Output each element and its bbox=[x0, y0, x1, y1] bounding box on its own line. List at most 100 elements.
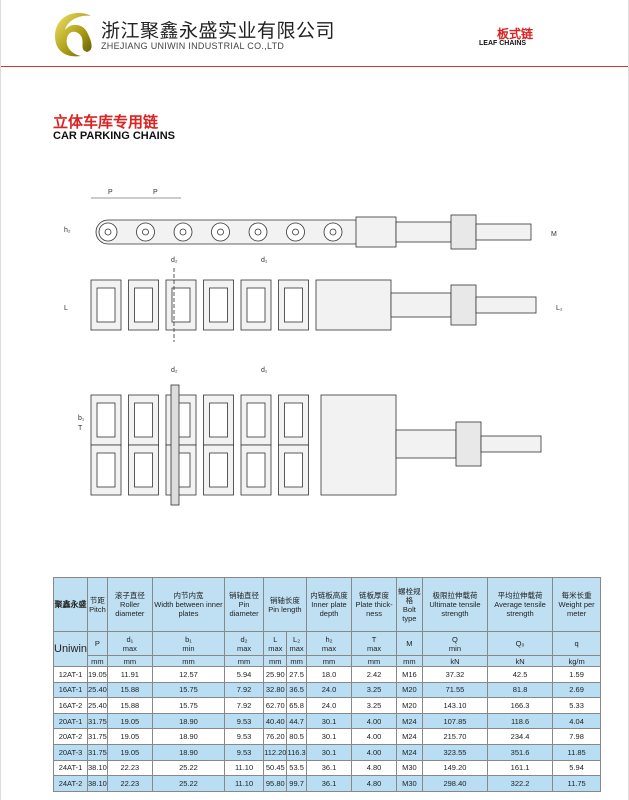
table-cell: 31.75 bbox=[87, 712, 108, 730]
table-cell: 161.1 bbox=[486, 759, 554, 777]
roller bbox=[209, 287, 228, 323]
symbol: d₂ bbox=[240, 634, 248, 644]
roller-circle bbox=[211, 222, 230, 242]
table-cell: 19.05 bbox=[106, 728, 153, 745]
col-en: Pin length bbox=[268, 604, 302, 614]
model-cell: 24AT-2 bbox=[52, 775, 89, 792]
model-cell: 20AT-3 bbox=[52, 743, 89, 761]
table-cell: 30.1 bbox=[305, 728, 353, 745]
col-en: Ultimate tensile strength bbox=[429, 600, 481, 618]
roller bbox=[96, 287, 116, 323]
roller bbox=[246, 287, 266, 323]
col-cn: 平均拉伸载荷 bbox=[497, 591, 543, 600]
table-cell: 25.90 bbox=[263, 666, 288, 683]
table-cell: 18.90 bbox=[151, 728, 226, 745]
symbol: Q bbox=[452, 634, 458, 644]
col-unit: mm bbox=[351, 655, 397, 667]
table-cell: 5.94 bbox=[224, 666, 265, 683]
roller bbox=[171, 287, 191, 323]
table-cell: 4.80 bbox=[351, 775, 397, 792]
symbol: d₁ bbox=[126, 634, 134, 644]
col-unit: mm bbox=[286, 655, 307, 667]
table-cell: 4.00 bbox=[351, 712, 397, 730]
col-en: Weight per meter bbox=[558, 600, 595, 618]
symbol: L₂ bbox=[293, 634, 301, 644]
table-cell: 3.25 bbox=[351, 681, 397, 699]
table-cell: 1.59 bbox=[552, 666, 601, 683]
front-view-drawing: P P h₂ M bbox=[64, 189, 557, 250]
table-cell: 11.10 bbox=[224, 775, 265, 792]
table-cell: 32.80 bbox=[263, 681, 288, 699]
label-d2-b: d₂ bbox=[171, 367, 178, 374]
label-d2: d₂ bbox=[171, 257, 178, 264]
table-cell: 18.90 bbox=[151, 712, 226, 730]
pin-circle bbox=[217, 228, 224, 236]
symbol: Q₀ bbox=[515, 639, 525, 648]
company-name-cn: 浙江聚鑫永盛实业有限公司 bbox=[101, 21, 336, 42]
model-cell: 12AT-1 bbox=[52, 666, 89, 683]
table-cell: 30.1 bbox=[305, 743, 353, 761]
header-divider bbox=[1, 66, 628, 67]
limit: min bbox=[182, 643, 195, 653]
table-cell: 11.10 bbox=[224, 759, 265, 777]
pin-circle bbox=[329, 228, 337, 236]
category-cn: 板式链 bbox=[497, 27, 534, 41]
col-en: Average tensile strength bbox=[494, 600, 546, 618]
symbol: L bbox=[273, 634, 278, 644]
limit: max bbox=[289, 643, 304, 653]
col-cn: 内节内宽 bbox=[173, 591, 204, 600]
table-cell: 12.57 bbox=[151, 666, 226, 683]
roller bbox=[134, 452, 153, 488]
col-unit: mm bbox=[224, 655, 265, 667]
roller bbox=[96, 452, 116, 488]
label-t: T bbox=[78, 425, 83, 432]
table-cell: 298.40 bbox=[421, 775, 488, 792]
roller bbox=[246, 452, 266, 488]
roller bbox=[284, 287, 303, 323]
roller bbox=[209, 452, 228, 488]
pin-circle bbox=[179, 228, 187, 236]
table-cell: 95.80 bbox=[263, 775, 288, 792]
company-name-en: ZHEJIANG UNIWIN INDUSTRIAL CO.,LTD bbox=[101, 41, 285, 51]
symbol: b₁ bbox=[185, 634, 192, 644]
table-cell: 15.88 bbox=[106, 681, 153, 699]
table-cell: 9.53 bbox=[224, 743, 265, 761]
col-cn: 内链板高度 bbox=[310, 591, 348, 600]
roller bbox=[209, 402, 228, 438]
table-cell: 4.00 bbox=[351, 728, 397, 745]
table-cell: 24.0 bbox=[305, 697, 353, 714]
label-l: L bbox=[64, 305, 68, 312]
col-cn: 每米长重 bbox=[561, 591, 592, 600]
col-unit: kN bbox=[486, 655, 554, 667]
col-en: Bolt type bbox=[402, 604, 417, 623]
table-cell: 40.40 bbox=[263, 712, 288, 730]
model-cell: 20AT-2 bbox=[52, 728, 89, 745]
table-cell: 5.33 bbox=[552, 697, 601, 714]
table-cell: 71.55 bbox=[421, 681, 488, 699]
label-l2: L₂ bbox=[556, 305, 563, 312]
pin-circle bbox=[254, 228, 262, 236]
label-p-2: P bbox=[153, 189, 158, 196]
table-cell: 22.23 bbox=[106, 775, 153, 792]
limit: max bbox=[366, 643, 382, 653]
col-unit: mm bbox=[106, 655, 153, 667]
roller bbox=[134, 402, 153, 438]
table-cell: 18.0 bbox=[305, 666, 353, 683]
table-cell: 42.5 bbox=[486, 666, 554, 683]
symbol: q bbox=[574, 639, 579, 648]
table-cell: 25.40 bbox=[87, 697, 108, 714]
table-cell: 112.20 bbox=[263, 743, 288, 761]
table-cell: 11.85 bbox=[552, 743, 601, 761]
table-cell: 4.00 bbox=[351, 743, 397, 761]
table-cell: 25.22 bbox=[151, 775, 226, 792]
roller-circle bbox=[248, 222, 268, 242]
table-cell: 36.1 bbox=[305, 775, 353, 792]
label-b1: b₁ bbox=[78, 415, 85, 422]
